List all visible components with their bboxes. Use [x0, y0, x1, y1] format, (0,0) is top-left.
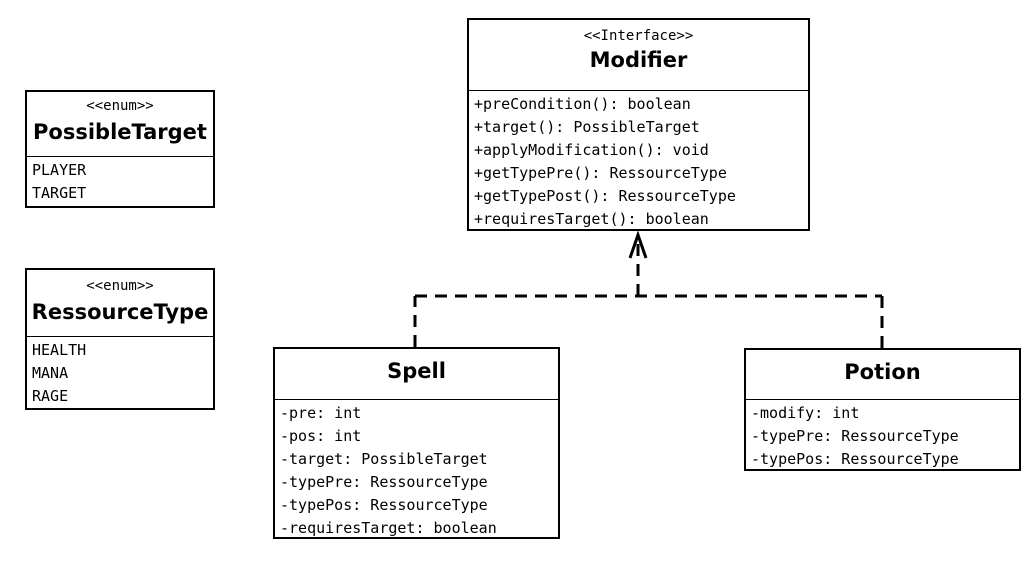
realization-arrowhead [628, 230, 648, 259]
ressource-type-header: <<enum>> RessourceType [27, 270, 213, 337]
possible-target-enum-box: <<enum>> PossibleTarget PLAYER TARGET [25, 90, 215, 208]
potion-name: Potion [844, 360, 921, 384]
enum-value: RAGE [32, 387, 69, 405]
spell-class-box: Spell -pre: int -pos: int -target: Possi… [273, 347, 560, 539]
spell-member: -pre: int [280, 404, 362, 422]
enum-value: PLAYER [32, 161, 87, 179]
spell-members: -pre: int -pos: int -target: PossibleTar… [275, 400, 558, 540]
modifier-member: +getTypePost(): RessourceType [474, 187, 736, 205]
modifier-name: Modifier [589, 48, 688, 72]
spell-name: Spell [387, 359, 446, 383]
possible-target-name: PossibleTarget [33, 120, 207, 144]
spell-member: -typePre: RessourceType [280, 473, 488, 491]
modifier-member: +applyModification(): void [474, 141, 709, 159]
spell-member: -pos: int [280, 427, 362, 445]
modifier-member: +preCondition(): boolean [474, 95, 691, 113]
modifier-members: +preCondition(): boolean +target(): Poss… [469, 91, 808, 231]
modifier-stereotype: <<Interface>> [583, 28, 694, 44]
ressource-type-values: HEALTH MANA RAGE [27, 337, 213, 408]
ressource-type-name: RessourceType [31, 300, 209, 324]
potion-header: Potion [746, 350, 1019, 400]
spell-header: Spell [275, 349, 558, 400]
ressource-type-enum-box: <<enum>> RessourceType HEALTH MANA RAGE [25, 268, 215, 410]
potion-member: -modify: int [751, 404, 860, 422]
enum-value: MANA [32, 364, 69, 382]
possible-target-stereotype: <<enum>> [86, 98, 154, 114]
spell-member: -requiresTarget: boolean [280, 519, 497, 537]
modifier-header: <<Interface>> Modifier [469, 20, 808, 91]
possible-target-values: PLAYER TARGET [27, 157, 213, 205]
spell-member: -target: PossibleTarget [280, 450, 488, 468]
potion-member: -typePos: RessourceType [751, 450, 959, 468]
potion-members: -modify: int -typePre: RessourceType -ty… [746, 400, 1019, 471]
potion-class-box: Potion -modify: int -typePre: RessourceT… [744, 348, 1021, 471]
modifier-member: +requiresTarget(): boolean [474, 210, 709, 228]
spell-member: -typePos: RessourceType [280, 496, 488, 514]
enum-value: TARGET [32, 184, 87, 202]
modifier-member: +getTypePre(): RessourceType [474, 164, 727, 182]
enum-value: HEALTH [32, 341, 87, 359]
modifier-interface-box: <<Interface>> Modifier +preCondition(): … [467, 18, 810, 231]
modifier-member: +target(): PossibleTarget [474, 118, 700, 136]
possible-target-header: <<enum>> PossibleTarget [27, 92, 213, 157]
potion-member: -typePre: RessourceType [751, 427, 959, 445]
ressource-type-stereotype: <<enum>> [86, 278, 154, 294]
